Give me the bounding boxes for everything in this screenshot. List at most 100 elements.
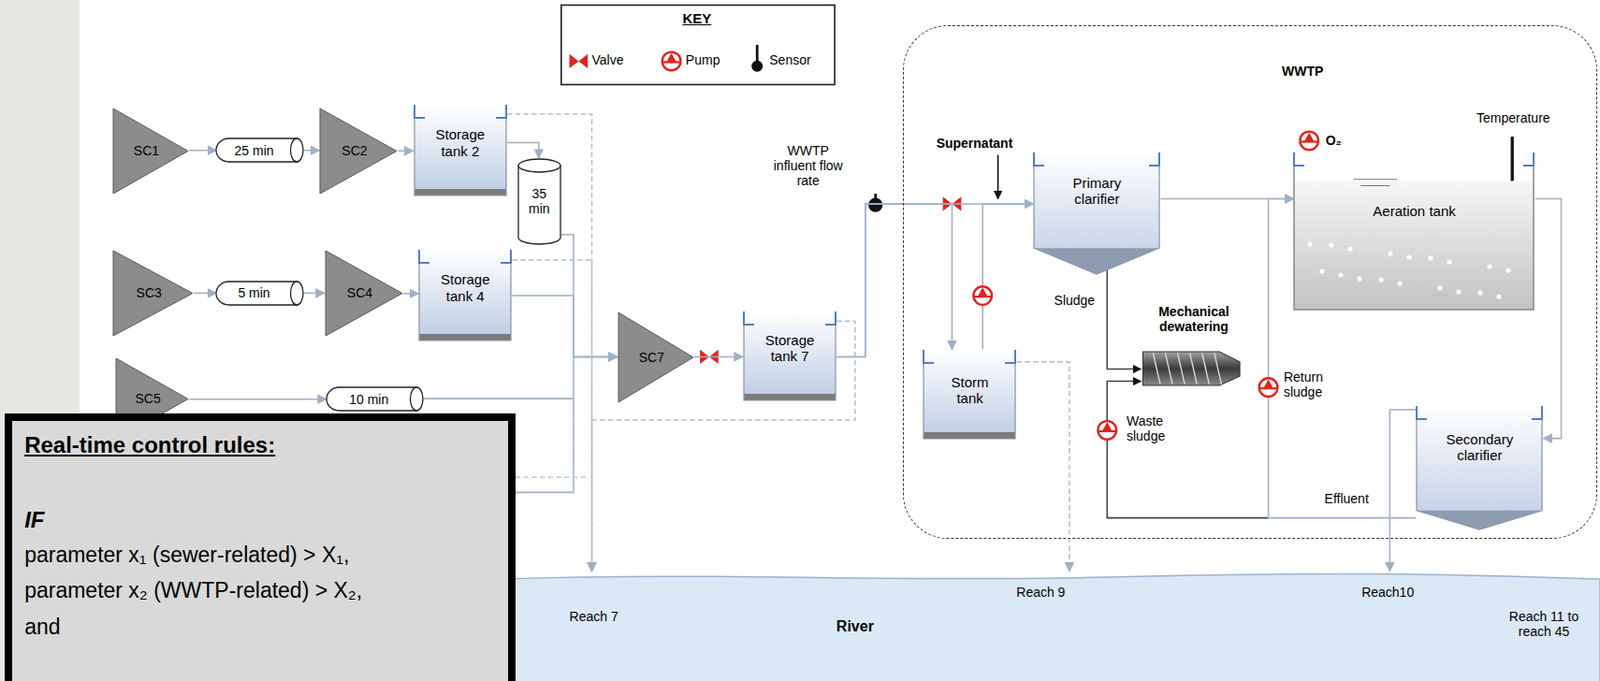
node-label: SC7 <box>639 349 665 365</box>
node-body: Secondary clarifier <box>1415 406 1543 531</box>
sewer-pipe: 35 min <box>517 158 562 246</box>
sub-catchment-triangle: SC1 <box>112 107 190 195</box>
sewer-line <box>515 398 574 493</box>
flow-connector <box>397 150 413 153</box>
text-holder: Pump <box>685 52 747 68</box>
text-label: Return sludge <box>1283 369 1345 400</box>
aeration-tank-outline-part <box>1353 179 1397 187</box>
text-label: Pump <box>685 52 747 68</box>
text-holder: Sludge <box>1054 292 1106 308</box>
text-holder: Mechanical dewatering <box>1133 304 1256 335</box>
text-holder: Effluent <box>1324 491 1386 507</box>
storage-tank: Storm tank <box>922 349 1017 440</box>
storage-tank-outline-part <box>923 432 1016 439</box>
text-label: Valve <box>592 52 654 68</box>
text-label: Effluent <box>1324 491 1386 507</box>
node-body: SC7 <box>617 311 695 404</box>
storage-tank-outline-part <box>414 105 507 196</box>
node-body: SC2 <box>319 107 398 195</box>
text-holder: WWTP <box>1262 63 1344 79</box>
sub-catchment-triangle-outline-part <box>113 108 189 194</box>
aeration-tank-outline-part <box>1456 289 1462 294</box>
node-label: Storage tank 7 <box>757 332 822 365</box>
sewer-pipe: 25 min <box>216 137 305 163</box>
overflow-connector <box>511 260 592 572</box>
text-label: parameter x₂ (WWTP-related) > X₂, <box>24 578 505 603</box>
storage-tank-outline-part <box>923 349 1016 364</box>
node-body: Aeration tank <box>1293 152 1535 311</box>
flow-connector <box>189 398 327 401</box>
text-label: Sludge <box>1054 292 1106 308</box>
pump-symbol <box>973 286 992 306</box>
storage-tank-outline-part <box>419 249 511 341</box>
text-holder: WWTP influent flow rate <box>765 143 852 189</box>
sub-catchment-triangle-outline-part <box>618 312 694 403</box>
sewer-pipe-outline-part <box>290 281 305 306</box>
text-holder: KEY <box>666 10 728 27</box>
aeration-tank-outline-part <box>1506 267 1512 273</box>
clarifier-outline-part <box>1033 152 1160 166</box>
sludge-line <box>1106 262 1141 369</box>
node-body: SC1 <box>112 107 190 195</box>
text-holder: Temperature <box>1462 110 1565 126</box>
node-body: SC4 <box>324 249 404 337</box>
text-holder: and <box>24 614 505 640</box>
node-label: 25 min <box>234 143 275 159</box>
aeration-tank-outline-part <box>1428 255 1434 261</box>
waste-sludge-line <box>1106 381 1268 519</box>
rules-box: Real-time control rules:IFparameter x₁ (… <box>4 413 515 681</box>
clarifier-outline-part <box>1033 152 1160 275</box>
clarifier: Secondary clarifier <box>1415 406 1543 531</box>
pump-symbol <box>1259 378 1279 397</box>
river-band-outline-part <box>499 573 1600 681</box>
clarifier-outline <box>1032 152 1161 276</box>
sub-catchment-triangle-outline-part <box>325 250 403 336</box>
aeration-tank-outline-part <box>1338 272 1344 277</box>
aeration-tank-outline-part <box>1438 285 1443 291</box>
text-holder: parameter x₂ (WWTP-related) > X₂, <box>24 578 505 603</box>
sub-catchment-triangle: SC2 <box>319 107 398 195</box>
text-holder: Reach10 <box>1356 584 1418 600</box>
sewer-pipe-outline-part <box>518 237 561 245</box>
sewer-pipe-outline-part <box>518 159 561 173</box>
dewatering-screw-part <box>1142 351 1240 386</box>
text-label: Waste sludge <box>1126 413 1188 444</box>
text-label: Reach10 <box>1356 584 1418 600</box>
aeration-tank-outline-part <box>1308 241 1313 247</box>
wwtp-region: WWTP Primary clarifierStorm tank Aeration … <box>902 25 1598 539</box>
node-label: Storage tank 4 <box>433 271 497 305</box>
sub-catchment-triangle: SC3 <box>112 249 194 337</box>
text-holder: Waste sludge <box>1126 413 1188 444</box>
aeration-tank-outline-part <box>1329 242 1335 248</box>
aeration-tank-outline <box>1293 152 1535 311</box>
text-label: parameter x₁ (sewer-related) > X₁, <box>24 542 505 568</box>
text-label: Temperature <box>1462 110 1565 126</box>
node-label: SC3 <box>136 285 162 301</box>
aeration-tank-outline-part <box>1294 180 1534 310</box>
flow-connector <box>694 356 743 359</box>
overflow-connector <box>507 114 593 572</box>
node-body: 10 min <box>326 386 424 412</box>
sewer-pipe: 5 min <box>216 280 305 306</box>
text-label: WWTP influent flow rate <box>765 143 852 189</box>
text-label: Mechanical dewatering <box>1133 304 1256 335</box>
node-label: Aeration tank <box>1372 203 1455 219</box>
clarifier-outline-part <box>1416 509 1542 529</box>
aeration-tank-outline-part <box>1397 280 1403 286</box>
clarifier-outline <box>1415 406 1543 531</box>
text-label: Reach 7 <box>552 609 635 625</box>
text-label: Sensor <box>769 52 830 68</box>
aeration-tank-outline-part <box>1294 152 1534 166</box>
text-holder: Valve <box>592 52 654 68</box>
aeration-tank-outline-part <box>1497 293 1502 299</box>
storage-tank-outline-part <box>419 249 511 263</box>
aeration-tank-outline-part <box>1388 250 1394 256</box>
key-box <box>561 4 835 85</box>
node-body: Primary clarifier <box>1032 152 1161 276</box>
text-holder: Real-time control rules: <box>24 432 505 459</box>
aeration-tank-outline-part <box>1487 263 1493 269</box>
text-holder: River <box>814 618 896 636</box>
text-label: O₂ <box>1325 132 1357 148</box>
node-label: 35 min <box>523 186 555 217</box>
